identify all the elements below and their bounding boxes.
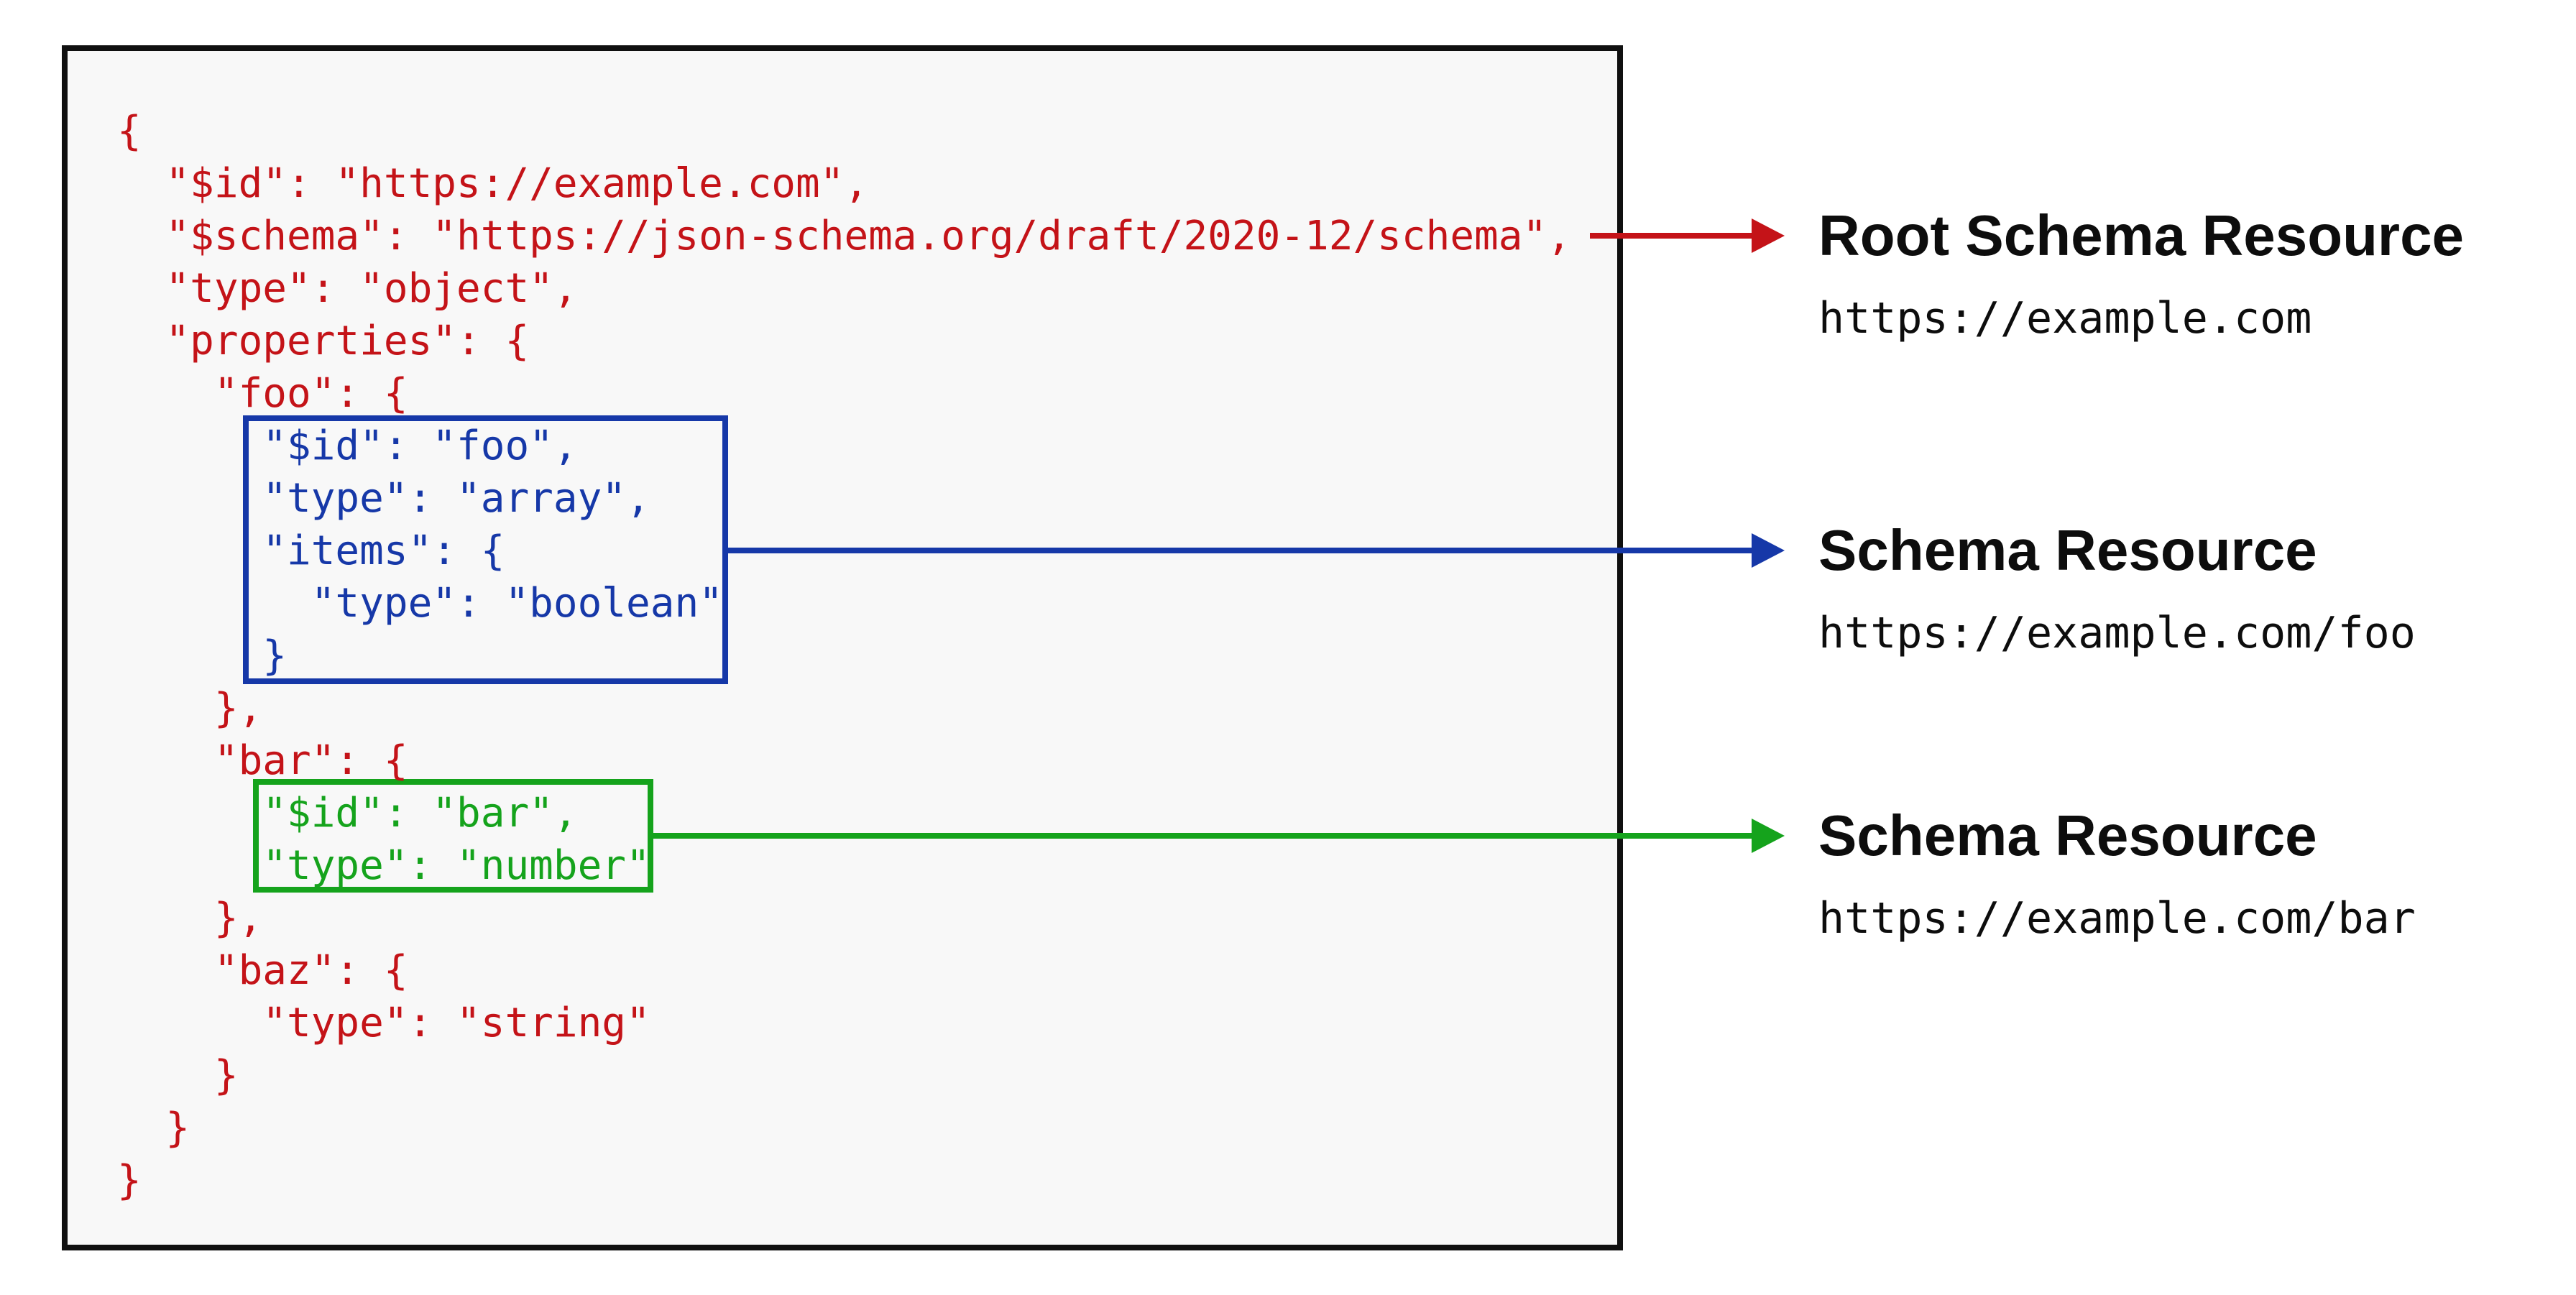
arrowhead-right-icon [1752,533,1785,568]
arrowhead-right-icon [1752,218,1785,253]
code-line: { [117,108,142,155]
code-line: "type": "object", [117,265,578,312]
code-line: } [117,1157,142,1204]
arrow-shaft [650,833,1752,839]
json-code: { "$id": "https://example.com", "$schema… [117,105,1571,1207]
code-line: "bar": { [117,737,408,784]
code-line: } [117,632,288,679]
annotation-foo-schema: Schema Resource https://example.com/foo [1818,519,2416,659]
annotation-bar-schema: Schema Resource https://example.com/bar [1818,804,2416,944]
code-line: "$id": "foo", [117,423,578,469]
arrow-shaft [1590,233,1752,239]
annotation-url: https://example.com [1818,293,2312,344]
code-line: "foo": { [117,370,408,417]
code-line: "$schema": "https://json-schema.org/draf… [117,213,1571,259]
code-panel [62,45,1623,1250]
arrowhead-right-icon [1752,819,1785,853]
code-line: "type": "boolean" [117,580,723,627]
annotation-url: https://example.com/bar [1818,893,2416,944]
code-line: "type": "array", [117,475,650,522]
annotation-title: Schema Resource [1818,518,2317,582]
code-line: "$id": "bar", [117,790,578,837]
annotation-title: Schema Resource [1818,803,2317,867]
code-line: "type": "string" [117,1000,650,1046]
annotation-url: https://example.com/foo [1818,608,2416,658]
arrow-shaft [725,548,1752,553]
code-line: }, [117,895,263,941]
code-line: "baz": { [117,947,408,994]
code-line: } [117,1052,239,1099]
code-line: } [117,1105,190,1151]
code-line: "type": "number" [117,842,650,889]
code-line: }, [117,685,263,732]
code-line: "properties": { [117,318,530,364]
code-line: "items": { [117,527,505,574]
code-line: "$id": "https://example.com", [117,160,869,207]
annotation-title: Root Schema Resource [1818,203,2465,267]
annotation-root-schema: Root Schema Resource https://example.com [1818,204,2464,344]
